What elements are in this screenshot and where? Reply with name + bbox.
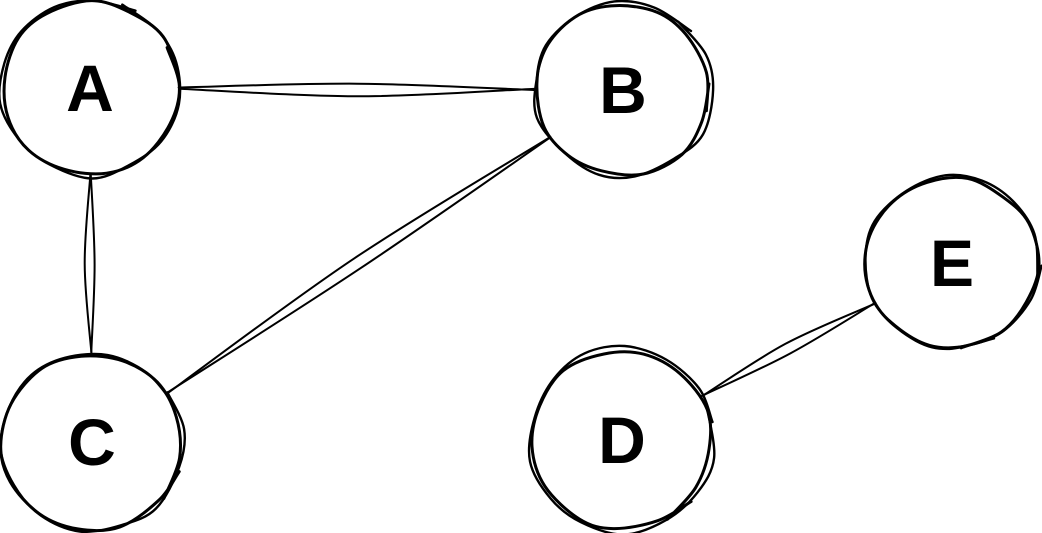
edge-A-C bbox=[83, 174, 93, 354]
node-fill-C bbox=[3, 355, 181, 529]
node-fill-B bbox=[537, 6, 709, 174]
edge-A-B bbox=[178, 87, 537, 98]
node-label-D: D bbox=[598, 403, 646, 477]
edge-D-E bbox=[701, 301, 877, 397]
node-circle-D bbox=[530, 350, 713, 531]
node-fill-A bbox=[3, 3, 177, 173]
node-label-C: C bbox=[68, 405, 116, 479]
node-circle-A bbox=[0, 0, 182, 180]
node-fill-D bbox=[533, 350, 711, 530]
node-circle-A bbox=[2, 0, 181, 176]
edge-D-E bbox=[702, 302, 876, 397]
node-label-B: B bbox=[599, 53, 647, 127]
node-circle-B bbox=[533, 0, 715, 180]
node-label-E: E bbox=[930, 226, 974, 300]
node-circle-D bbox=[527, 344, 716, 533]
node-circle-C bbox=[0, 352, 187, 533]
node-fill-E bbox=[867, 180, 1037, 346]
edge-B-C bbox=[167, 136, 552, 393]
edge-A-C bbox=[89, 173, 96, 354]
edge-B-C bbox=[167, 135, 552, 394]
node-label-A: A bbox=[66, 51, 114, 125]
edge-A-B bbox=[177, 82, 537, 92]
node-circle-E bbox=[864, 173, 1042, 349]
